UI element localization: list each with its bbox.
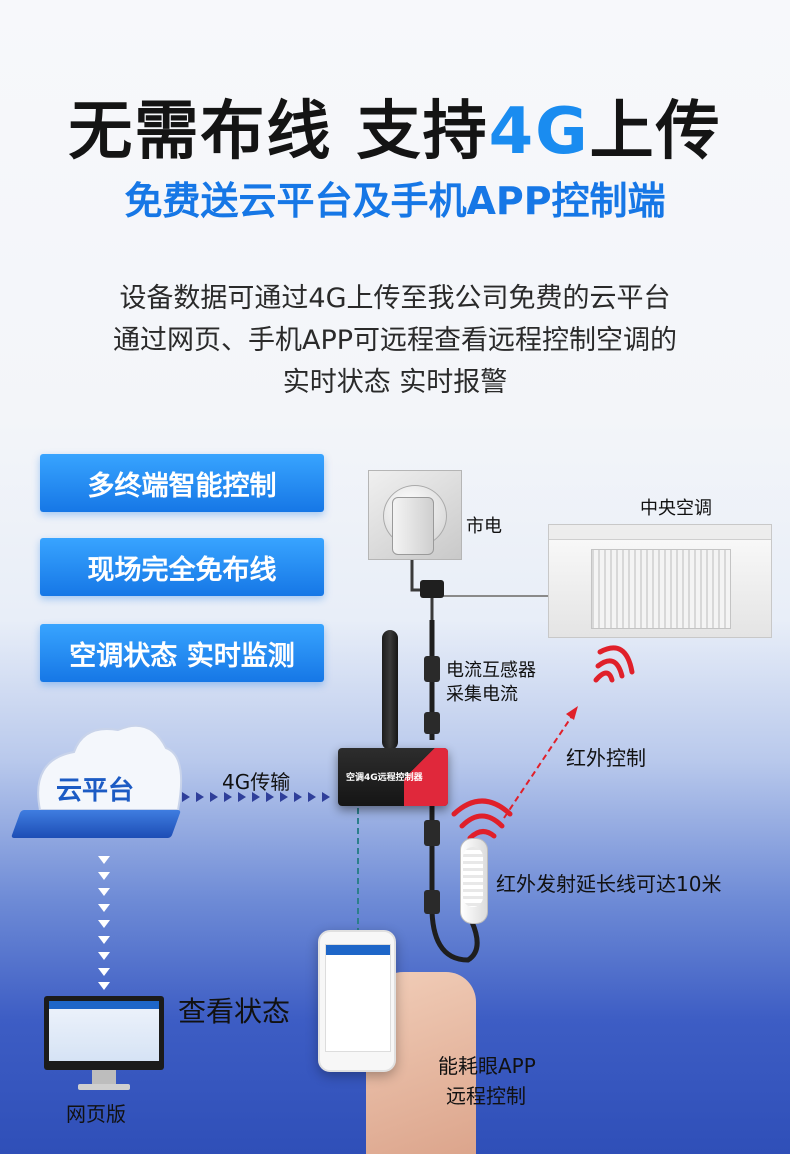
device-label: 空调4G远程控制器	[346, 773, 423, 783]
phone-icon	[318, 930, 396, 1072]
ir-extension-label: 红外发射延长线可达10米	[496, 872, 722, 896]
4g-transfer-arrows	[182, 792, 330, 802]
page-subtitle: 免费送云平台及手机APP控制端	[124, 179, 666, 223]
ir-wave-icon	[451, 798, 513, 841]
title-main: 无需布线 支持	[68, 95, 489, 169]
ir-control-arrow	[503, 715, 573, 819]
ir-receive-wave-icon	[593, 645, 635, 683]
web-monitor-icon	[44, 996, 164, 1070]
monitor-foot	[78, 1084, 130, 1090]
view-status-label: 查看状态	[178, 995, 291, 1028]
ac-label: 中央空调	[640, 498, 712, 519]
mains-label: 市电	[466, 516, 502, 537]
transfer-label: 4G传输	[222, 770, 291, 794]
feature-multi-terminal: 多终端智能控制	[40, 454, 324, 512]
description-line-1: 设备数据可通过4G上传至我公司免费的云平台	[119, 283, 671, 314]
feature-realtime-monitor: 空调状态 实时监测	[40, 624, 324, 682]
ct-label-line1: 电流互感器	[446, 660, 536, 681]
description-line-3: 实时状态 实时报警	[282, 367, 508, 398]
cloud-platform-base	[10, 810, 182, 838]
ir-emitter-icon	[460, 838, 488, 924]
ir-control-label: 红外控制	[566, 746, 646, 770]
title-end: 上传	[589, 95, 722, 169]
description-line-2: 通过网页、手机APP可远程查看远程控制空调的	[112, 325, 678, 356]
app-label-line1: 能耗眼APP	[438, 1054, 536, 1078]
central-ac-icon	[548, 524, 772, 638]
feature-no-wiring: 现场完全免布线	[40, 538, 324, 596]
controller-device: 空调4G远程控制器	[338, 748, 448, 806]
monitor-stand	[92, 1070, 116, 1084]
title-highlight: 4G	[488, 95, 590, 169]
cloud-label: 云平台	[55, 776, 134, 806]
antenna-icon	[382, 630, 398, 750]
ir-extension-cable	[429, 806, 480, 963]
plug-icon	[392, 497, 434, 555]
cloud-icon	[37, 724, 183, 811]
cloud-to-web-arrows	[98, 856, 110, 990]
ct-clamp-icon	[420, 580, 444, 598]
page-title: 无需布线 支持4G上传	[0, 80, 790, 172]
ct-label-line2: 采集电流	[446, 684, 518, 705]
web-label: 网页版	[66, 1102, 126, 1126]
app-label-line2: 远程控制	[446, 1084, 526, 1108]
